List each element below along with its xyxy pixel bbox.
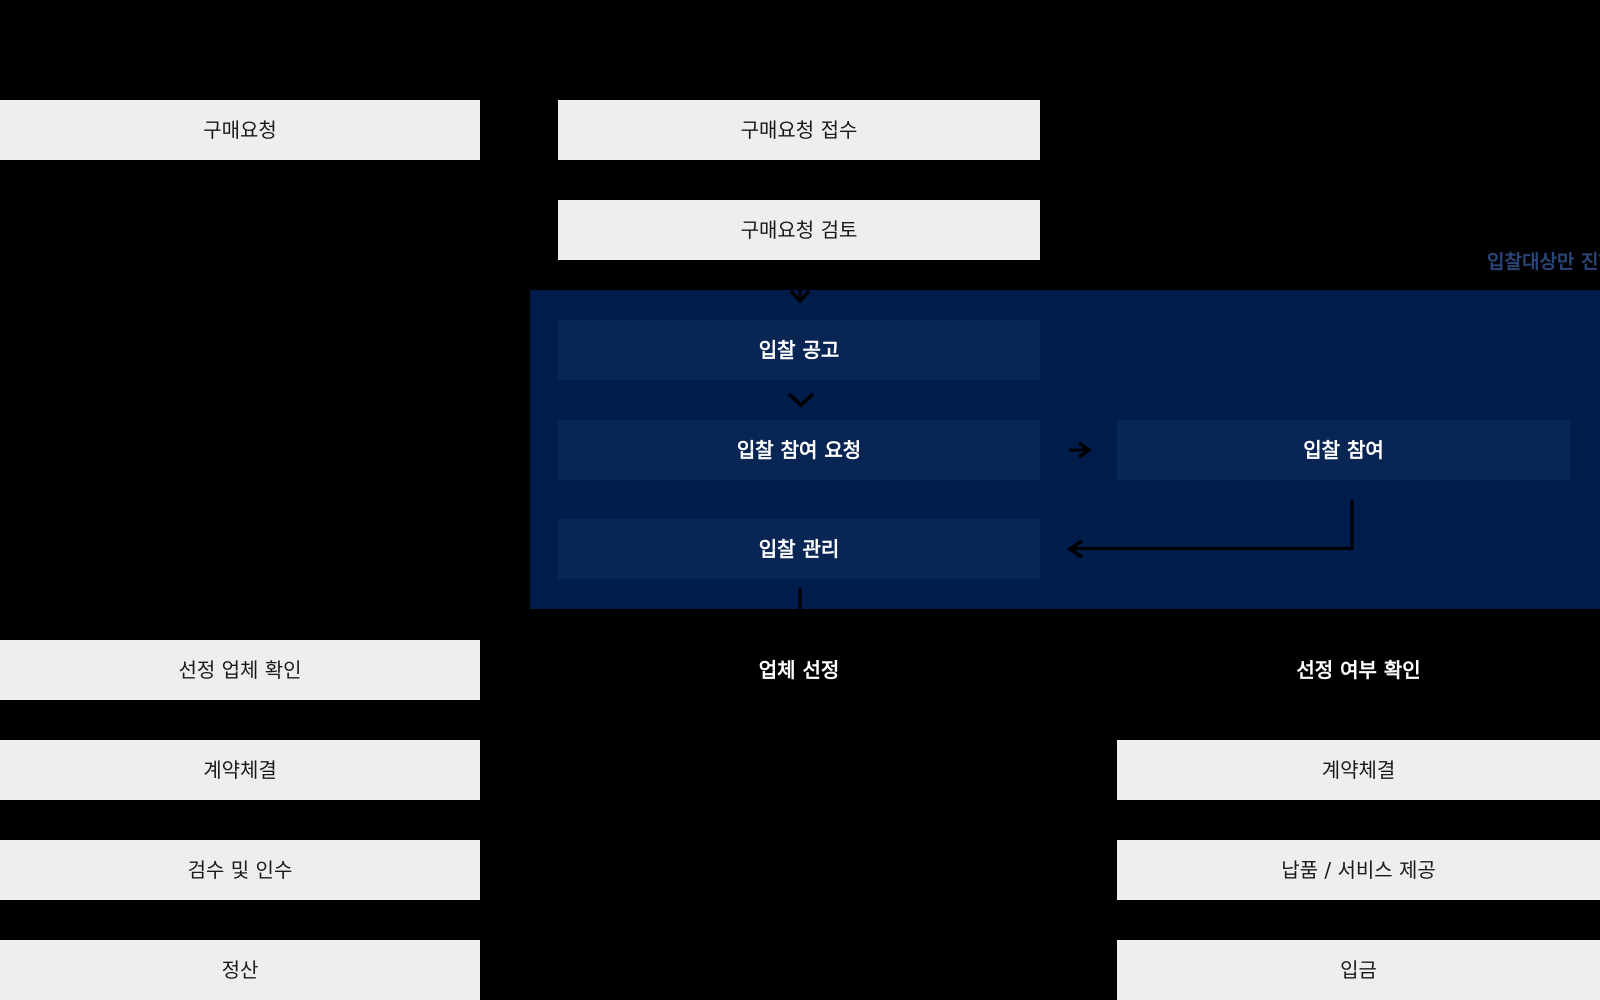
box-contract-signing-right: 계약체결 bbox=[1117, 740, 1600, 800]
box-contract-signing-left: 계약체결 bbox=[0, 740, 480, 800]
box-purchase-request: 구매요청 bbox=[0, 100, 480, 160]
box-bid-participation-request: 입찰 참여 요청 bbox=[558, 420, 1040, 480]
bid-targets-only-annotation: 입찰대상만 진행 bbox=[1487, 251, 1600, 273]
box-purchase-request-review: 구매요청 검토 bbox=[558, 200, 1040, 260]
box-bid-management: 입찰 관리 bbox=[558, 519, 1040, 579]
box-bid-participation: 입찰 참여 bbox=[1117, 420, 1570, 480]
box-deposit: 입금 bbox=[1117, 940, 1600, 1000]
box-settlement: 정산 bbox=[0, 940, 480, 1000]
label-selection-result-check: 선정 여부 확인 bbox=[1296, 658, 1421, 682]
box-delivery-service-provision: 납품 / 서비스 제공 bbox=[1117, 840, 1600, 900]
box-bid-announcement: 입찰 공고 bbox=[558, 320, 1040, 380]
label-vendor-selection: 업체 선정 bbox=[758, 658, 840, 682]
box-inspection-acceptance: 검수 및 인수 bbox=[0, 840, 480, 900]
box-purchase-request-receipt: 구매요청 접수 bbox=[558, 100, 1040, 160]
box-selected-vendor-check: 선정 업체 확인 bbox=[0, 640, 480, 700]
